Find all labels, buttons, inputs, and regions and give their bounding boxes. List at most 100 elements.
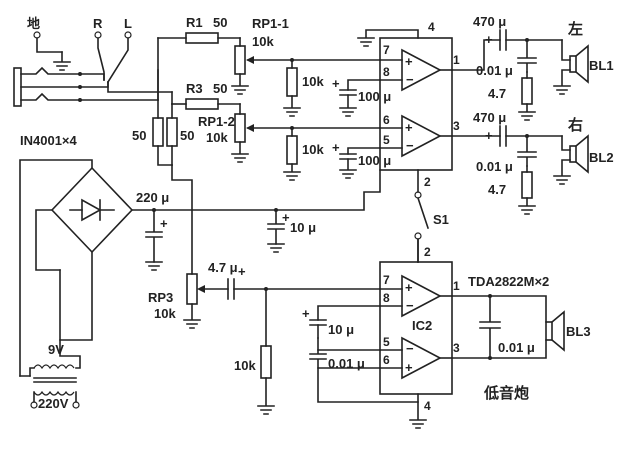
left-label: L (124, 16, 132, 31)
opamp-bass-2 (401, 336, 442, 380)
resistor-4.7-1 (521, 77, 533, 105)
resistor-r3 (185, 98, 219, 110)
plus-sign: + (282, 210, 290, 225)
left-terminal (124, 31, 132, 39)
c001-2-value: 0.01 μ (476, 159, 513, 174)
ic2-pin7: 7 (383, 273, 390, 287)
r47-1-value: 4.7 (488, 86, 506, 101)
minus-sign: − (406, 72, 414, 87)
ic2-pin8: 8 (383, 291, 390, 305)
rp1-2-value: 10k (206, 130, 228, 145)
left-channel-label: 左 (567, 20, 583, 38)
ra-value: 50 (132, 128, 146, 143)
speaker-bl2-coil (569, 145, 577, 163)
ic2-pin1: 1 (453, 279, 460, 293)
right-label: R (93, 16, 103, 31)
potentiometers-rp1: RP1-1 10k RP1-2 10k (198, 16, 381, 163)
rb-value: 50 (180, 128, 194, 143)
resistor-10k-bass (260, 345, 272, 379)
rp1-1-value: 10k (252, 34, 274, 49)
ic2-body (379, 261, 453, 395)
output-stage-stereo: 470 μ + 0.01 μ 4.7 BL1 左 470 μ + 0.01 μ … (451, 14, 614, 215)
plus-sign: + (332, 76, 340, 91)
ac-primary-label: 220V (38, 396, 69, 411)
input-jack (13, 67, 22, 107)
rp3-ref: RP3 (148, 290, 173, 305)
plus-sign: + (160, 216, 168, 231)
resistor-10k-2 (286, 135, 298, 165)
right-terminal (94, 31, 102, 39)
ic2-pin3: 3 (453, 341, 460, 355)
resistor-50-a (152, 117, 164, 147)
plus-sign: + (332, 140, 340, 155)
r47-2-value: 4.7 (488, 182, 506, 197)
plus-sign: + (238, 264, 246, 279)
opamp-left (401, 48, 442, 92)
right-channel-label: 右 (568, 116, 583, 134)
ic2-pin4: 4 (424, 399, 431, 413)
c100-1-value: 100 μ (358, 89, 391, 104)
opamp-bass-1 (401, 274, 442, 318)
c220-value: 220 μ (136, 190, 169, 205)
opamp-right (401, 114, 442, 158)
c10-1-value: 10 μ (290, 220, 316, 235)
bass-channel-label: 低音炮 (483, 384, 529, 402)
input-resistors: R1 50 R3 50 50 50 (132, 15, 241, 166)
speaker-bl1-coil (569, 55, 577, 73)
input-section: 地 R L (13, 16, 173, 107)
pot-rp1-1 (234, 45, 246, 75)
rp3-value: 10k (154, 306, 176, 321)
r10k-2-value: 10k (302, 142, 324, 157)
resistor-50-b (166, 117, 178, 147)
bass-section: RP3 10k 4.7 μ + 10k + − − + 2 7 8 1 5 6 … (148, 164, 591, 429)
ic1-pin1: 1 (453, 53, 460, 67)
c470-1-value: 470 μ (473, 14, 506, 29)
ic2-label: IC2 (412, 318, 432, 333)
r10k-1-value: 10k (302, 74, 324, 89)
plus-sign: + (405, 280, 413, 295)
plus-sign: + (405, 360, 413, 375)
switch-s1: S1 (414, 196, 449, 263)
r10k-bass-value: 10k (234, 358, 256, 373)
ic2-pin5: 5 (383, 335, 390, 349)
minus-sign: − (406, 341, 414, 356)
bridge-label: IN4001×4 (20, 133, 78, 148)
ic1-pin2: 2 (424, 175, 431, 189)
ac-secondary-label: 9V (48, 342, 64, 357)
ic1-pin3: 3 (453, 119, 460, 133)
ic1-pin8: 8 (383, 65, 390, 79)
plus-sign: + (405, 54, 413, 69)
ic2-pin6: 6 (383, 353, 390, 367)
plus-sign: + (485, 128, 493, 143)
bl3-label: BL3 (566, 324, 591, 339)
ground-terminal (33, 31, 41, 39)
switch-contact-bottom (414, 232, 422, 240)
ground-label: 地 (27, 16, 40, 31)
resistor-4.7-2 (521, 171, 533, 199)
r1-value: 50 (213, 15, 227, 30)
c001-4-value: 0.01 μ (498, 340, 535, 355)
r3-ref: R3 (186, 81, 203, 96)
plus-sign: + (405, 120, 413, 135)
speaker-bl3-coil (545, 321, 553, 341)
minus-sign: − (406, 298, 414, 313)
ic1-pin6: 6 (383, 113, 390, 127)
resistor-r1 (185, 32, 219, 44)
resistor-10k-1 (286, 67, 298, 97)
r3-value: 50 (213, 81, 227, 96)
minus-sign: − (406, 138, 414, 153)
s1-label: S1 (433, 212, 449, 227)
switch-contact-top (414, 191, 422, 199)
ic1-pin4: 4 (428, 20, 435, 34)
ic1-pin5: 5 (383, 133, 390, 147)
c470-2-value: 470 μ (473, 110, 506, 125)
c10-2-value: 10 μ (328, 322, 354, 337)
ic1-pin7: 7 (383, 43, 390, 57)
r1-ref: R1 (186, 15, 203, 30)
pot-rp3 (186, 273, 198, 305)
rp1-2-ref: RP1-2 (198, 114, 235, 129)
amplifier-ic1: + − + − 4 7 8 1 6 5 3 2 + 100 μ 10k + (283, 20, 460, 199)
plus-sign: + (485, 32, 493, 47)
c001-3-value: 0.01 μ (328, 356, 365, 371)
c001-1-value: 0.01 μ (476, 63, 513, 78)
